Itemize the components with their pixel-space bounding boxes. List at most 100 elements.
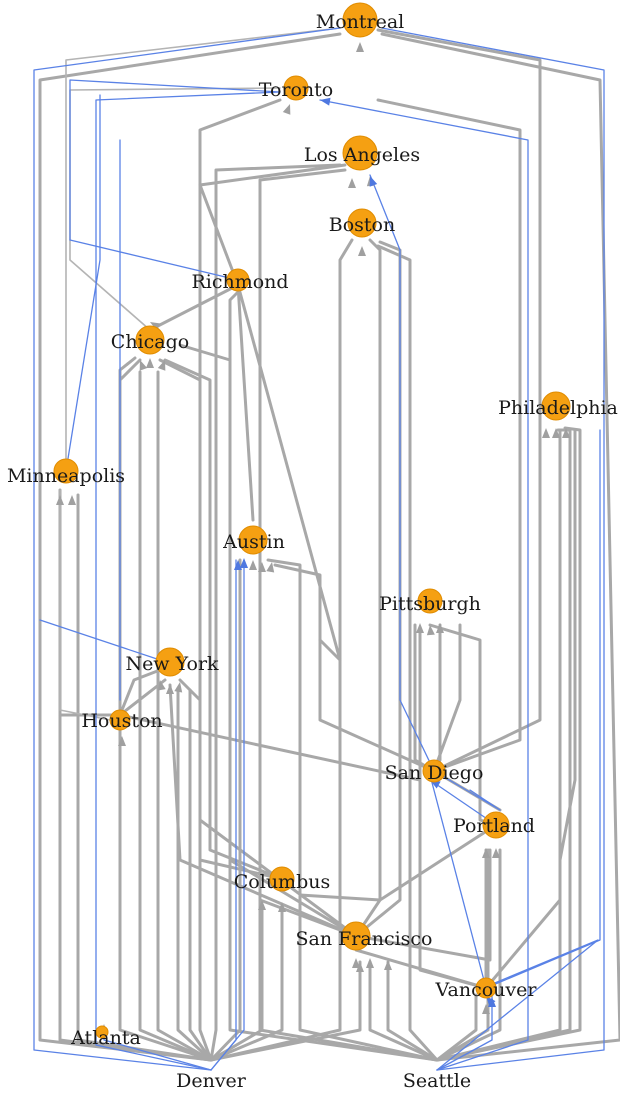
arrowhead-blue bbox=[486, 996, 496, 1007]
graph-edge-blue bbox=[210, 559, 245, 1071]
graph-edge bbox=[209, 903, 284, 1062]
arrowhead bbox=[166, 684, 174, 694]
graph-edge bbox=[266, 558, 439, 1062]
graph-edge bbox=[178, 678, 284, 881]
graph-edge bbox=[118, 668, 162, 717]
graph-edge-blue bbox=[436, 939, 599, 1071]
gray-edges bbox=[38, 27, 620, 1062]
node-label-portland: Portland bbox=[453, 815, 535, 837]
node-vancouver bbox=[475, 977, 497, 999]
graph-edge bbox=[386, 960, 439, 1062]
graph-edge bbox=[354, 240, 402, 938]
graph-edge bbox=[413, 623, 436, 773]
node-san-diego bbox=[422, 759, 446, 783]
graph-edge bbox=[148, 283, 240, 332]
graph-edge-blue bbox=[33, 27, 341, 1071]
graph-edge bbox=[58, 493, 213, 1062]
graph-edge bbox=[258, 563, 358, 938]
graph-edge bbox=[380, 32, 620, 1062]
graph-edge-blue bbox=[436, 994, 493, 1071]
graph-edge bbox=[118, 713, 422, 782]
node-houston bbox=[109, 709, 131, 731]
node-label-houston: Houston bbox=[81, 710, 162, 732]
graph-edge bbox=[209, 960, 362, 1062]
graph-edge bbox=[209, 238, 354, 1062]
arrowhead bbox=[249, 560, 257, 570]
arrowhead bbox=[150, 322, 161, 331]
graph-edge bbox=[188, 688, 213, 1062]
arrowhead bbox=[56, 495, 64, 505]
graph-edge bbox=[435, 993, 478, 1062]
node-circles bbox=[53, 2, 571, 1039]
node-label-toronto: Toronto bbox=[259, 79, 333, 101]
graph-edge-blue bbox=[39, 619, 161, 661]
arrowhead-blue bbox=[369, 176, 378, 187]
arrowhead bbox=[258, 900, 266, 910]
graph-edge bbox=[435, 848, 490, 1062]
graph-edge bbox=[176, 688, 213, 1062]
arrowhead bbox=[492, 848, 500, 858]
node-label-denver: Denver bbox=[176, 1070, 247, 1092]
graph-edge bbox=[484, 428, 562, 990]
node-pittsburgh bbox=[417, 588, 443, 614]
arrowhead bbox=[356, 42, 364, 52]
graph-edge-blue bbox=[369, 174, 435, 772]
arrowhead bbox=[436, 623, 444, 633]
graph-edge-blue bbox=[429, 774, 487, 989]
node-label-new-york: New York bbox=[125, 653, 219, 675]
node-boston bbox=[347, 208, 377, 238]
node-richmond bbox=[226, 268, 250, 292]
arrowhead bbox=[482, 848, 490, 858]
arrowhead bbox=[139, 360, 148, 371]
graph-edge bbox=[163, 358, 284, 881]
node-austin bbox=[238, 525, 268, 555]
arrowhead bbox=[416, 623, 424, 633]
node-label-chicago: Chicago bbox=[111, 331, 189, 353]
graph-edge bbox=[69, 87, 281, 331]
graph-edge-blue bbox=[95, 91, 281, 1071]
graph-edge bbox=[138, 370, 213, 1062]
node-los-angeles bbox=[342, 135, 378, 171]
node-label-atlanta: Atlanta bbox=[70, 1027, 141, 1049]
arrowhead bbox=[146, 358, 154, 368]
arrowhead bbox=[356, 962, 364, 972]
graph-edge bbox=[198, 163, 347, 287]
node-label-montreal: Montreal bbox=[316, 11, 405, 33]
node-label-seattle: Seattle bbox=[403, 1070, 471, 1092]
arrowhead bbox=[266, 562, 275, 573]
graph-edge bbox=[368, 960, 439, 1062]
arrowhead bbox=[348, 178, 356, 188]
arrowhead bbox=[157, 360, 166, 371]
node-label-san-diego: San Diego bbox=[385, 762, 484, 784]
graph-edge bbox=[65, 27, 341, 472]
arrowhead bbox=[562, 428, 570, 438]
node-new-york bbox=[155, 647, 185, 677]
node-columbus bbox=[269, 866, 295, 892]
arrowhead bbox=[358, 246, 366, 256]
graph-edge bbox=[59, 489, 111, 721]
graph-edge-blue bbox=[65, 94, 101, 472]
graph-edge bbox=[156, 370, 213, 1062]
graph-edge bbox=[236, 283, 255, 522]
arrowhead-blue bbox=[234, 560, 242, 570]
node-philadelphia bbox=[541, 391, 571, 421]
graph-edge bbox=[118, 678, 167, 717]
arrowhead bbox=[282, 104, 291, 115]
graph-edge bbox=[118, 356, 213, 1062]
node-chicago bbox=[135, 325, 165, 355]
graph-edge bbox=[209, 163, 342, 1062]
arrowhead bbox=[118, 736, 126, 746]
graph-edge-blue bbox=[433, 770, 501, 811]
graph-edge-blue bbox=[485, 429, 601, 989]
node-label-columbus: Columbus bbox=[234, 871, 330, 893]
node-san-francisco bbox=[341, 921, 371, 951]
node-label-pittsburgh: Pittsburgh bbox=[379, 593, 481, 615]
arrowhead bbox=[426, 625, 435, 636]
graph-edge bbox=[58, 488, 122, 717]
graph-edge bbox=[273, 563, 436, 773]
arrowhead bbox=[157, 680, 166, 691]
graph-edge bbox=[354, 948, 488, 990]
node-minneapolis bbox=[53, 458, 79, 484]
graph-edge bbox=[354, 238, 382, 938]
